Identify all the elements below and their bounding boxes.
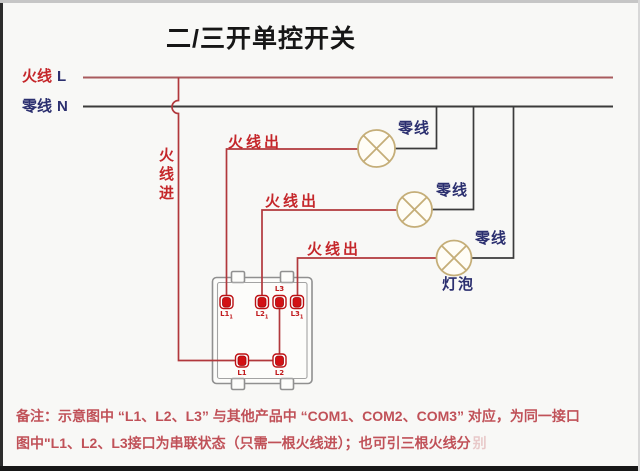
terminal-label-l1-common: L1 — [237, 368, 247, 377]
terminal-label-l3-common: L3 — [274, 285, 285, 293]
wire-live-in — [171, 77, 280, 362]
neutral-branch-label-1: 零线 — [398, 120, 431, 137]
lamp-icon-2 — [396, 191, 433, 228]
terminal-l3-common — [272, 294, 287, 310]
note-line-1: 备注：示意图中 “L1、L2、L3” 与其他产品中 “COM1、COM2、COM… — [16, 408, 580, 424]
terminal-l1-common — [234, 353, 250, 368]
neutral-branch-label-3: 零线 — [475, 230, 508, 247]
live-rail-label-code: L — [57, 68, 67, 85]
mount-tab — [230, 377, 246, 391]
wire-live-out-2 — [261, 209, 397, 302]
lamp-icon-1 — [357, 129, 396, 168]
note-faded-tail: 别 — [472, 435, 487, 451]
wire-neutral-3 — [471, 107, 515, 259]
terminal-label-l1-1: L11 — [220, 310, 233, 321]
terminal-l2-1 — [254, 294, 270, 310]
live-out-label-1: 火线出 — [228, 134, 283, 151]
neutral-branch-label-2: 零线 — [436, 182, 469, 199]
wire-live-out-1 — [225, 148, 358, 302]
bulb-label: 灯泡 — [442, 276, 475, 293]
live-out-label-2: 火线出 — [265, 193, 320, 210]
mount-tab — [279, 377, 295, 391]
wire-live-out-3 — [296, 257, 437, 302]
wire-neutral-1 — [395, 107, 438, 150]
diagram-title: 二/三开单控开关 — [166, 25, 356, 53]
terminal-l2-common — [272, 353, 287, 368]
mount-tab — [279, 270, 295, 284]
note-line-2-text: 图中"L1、L2、L3接口为串联状态（只需一根火线进）；也可引三根火线分 — [16, 435, 471, 451]
terminal-l3-1 — [289, 294, 305, 310]
note-line-2: 图中"L1、L2、L3接口为串联状态（只需一根火线进）；也可引三根火线分别 — [16, 433, 487, 453]
mount-tab — [230, 270, 246, 284]
terminal-l1-1 — [219, 294, 234, 310]
wire-neutral-2 — [432, 107, 475, 211]
live-rail-label-zh: 火线 — [22, 68, 53, 85]
terminal-label-l2-1: L21 — [255, 310, 269, 321]
live-out-label-3: 火线出 — [307, 241, 362, 258]
neutral-rail-label-code: N — [57, 98, 68, 115]
neutral-rail-label-zh: 零线 — [22, 98, 53, 115]
terminal-label-l2-common: L2 — [274, 368, 285, 377]
terminal-label-l3-1: L31 — [290, 310, 304, 321]
lamp-icon-3 — [435, 239, 473, 277]
live-in-label: 火线进 — [157, 147, 174, 204]
